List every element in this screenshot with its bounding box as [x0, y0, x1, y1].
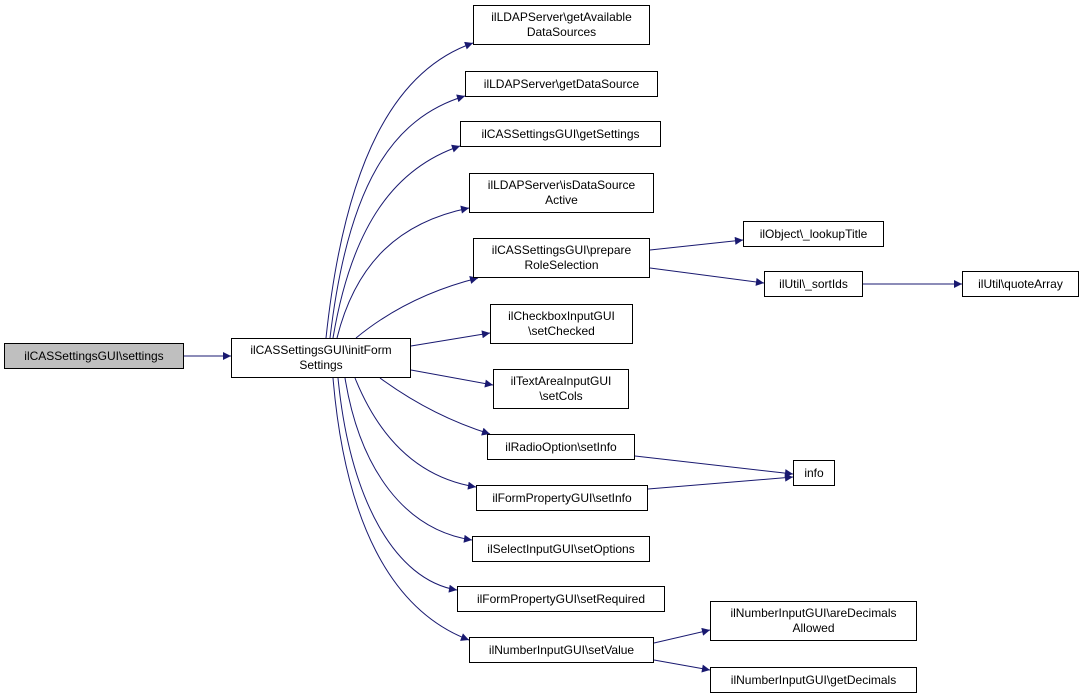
node-label: ilLDAPServer\getDataSource [483, 76, 640, 91]
call-edge-arrow [410, 330, 491, 347]
node-get-data-source[interactable]: ilLDAPServer\getDataSource [465, 71, 658, 97]
call-edge-arrow [653, 627, 711, 644]
node-label: \setCols [539, 389, 583, 403]
call-edge-arrow [649, 267, 765, 286]
node-label: ilUtil\quoteArray [978, 276, 1063, 291]
node-label: ilTextAreaInputGUI [510, 374, 612, 388]
call-edge-arrow [336, 205, 470, 339]
call-edge-arrow [332, 144, 461, 339]
node-are-decimals-allowed[interactable]: ilNumberInputGUI\areDecimals Allowed [710, 601, 917, 641]
node-label: ilSelectInputGUI\setOptions [487, 541, 635, 556]
call-edge-arrow [647, 473, 794, 490]
node-lookup-title[interactable]: ilObject\_lookupTitle [743, 221, 884, 247]
call-edge-arrow [354, 377, 477, 490]
node-init-form-settings[interactable]: ilCASSettingsGUI\initForm Settings [231, 338, 411, 378]
node-label: ilCASSettingsGUI\settings [24, 348, 164, 363]
node-label: DataSources [526, 25, 597, 39]
node-label: ilRadioOption\setInfo [505, 439, 617, 454]
call-edge-arrow [410, 369, 494, 388]
node-label: ilFormPropertyGUI\setRequired [476, 591, 646, 606]
node-set-cols[interactable]: ilTextAreaInputGUI \setCols [493, 369, 629, 409]
call-edge-arrow [355, 276, 479, 339]
call-edge-arrow [344, 377, 473, 543]
node-root-settings: ilCASSettingsGUI\settings [4, 343, 184, 369]
node-get-settings[interactable]: ilCASSettingsGUI\getSettings [460, 121, 661, 147]
node-label: ilNumberInputGUI\areDecimals [730, 606, 897, 620]
node-label: RoleSelection [524, 258, 599, 272]
node-get-available-data-sources[interactable]: ilLDAPServer\getAvailable DataSources [473, 5, 650, 45]
node-label: ilFormPropertyGUI\setInfo [492, 490, 632, 505]
call-edge-arrow [332, 377, 470, 641]
call-edge-arrow [325, 41, 474, 339]
node-get-decimals[interactable]: ilNumberInputGUI\getDecimals [710, 667, 917, 693]
node-label: ilLDAPServer\isDataSource [487, 178, 636, 192]
node-label: \setChecked [528, 324, 595, 338]
node-set-value[interactable]: ilNumberInputGUI\setValue [469, 637, 654, 663]
node-label: Settings [299, 358, 343, 372]
node-label: ilLDAPServer\getAvailable [491, 10, 632, 24]
node-label: info [804, 465, 824, 480]
node-info[interactable]: info [793, 460, 835, 486]
call-edge-arrow [329, 94, 466, 339]
node-radio-set-info[interactable]: ilRadioOption\setInfo [487, 434, 635, 460]
node-set-options[interactable]: ilSelectInputGUI\setOptions [472, 536, 650, 562]
node-is-data-source-active[interactable]: ilLDAPServer\isDataSource Active [469, 173, 654, 213]
node-set-required[interactable]: ilFormPropertyGUI\setRequired [457, 586, 665, 612]
node-label: ilCASSettingsGUI\initForm [250, 343, 392, 357]
call-edge-arrow [634, 455, 794, 478]
node-label: ilObject\_lookupTitle [759, 226, 868, 241]
node-sort-ids[interactable]: ilUtil\_sortIds [764, 271, 863, 297]
node-label: ilUtil\_sortIds [779, 276, 848, 291]
node-label: ilNumberInputGUI\setValue [488, 642, 635, 657]
node-label: ilCheckboxInputGUI [508, 309, 615, 323]
node-form-set-info[interactable]: ilFormPropertyGUI\setInfo [476, 485, 648, 511]
node-label: ilCASSettingsGUI\prepare [491, 243, 632, 257]
node-set-checked[interactable]: ilCheckboxInputGUI \setChecked [490, 304, 633, 344]
node-label: Active [545, 193, 578, 207]
node-label: ilNumberInputGUI\getDecimals [730, 672, 897, 687]
call-edge-arrow [379, 377, 491, 436]
call-edge-arrow [649, 236, 744, 251]
node-quote-array[interactable]: ilUtil\quoteArray [962, 271, 1079, 297]
node-label: Allowed [792, 621, 835, 635]
node-label: ilCASSettingsGUI\getSettings [481, 126, 640, 141]
node-prepare-role-selection[interactable]: ilCASSettingsGUI\prepare RoleSelection [473, 238, 650, 278]
call-edge-arrow [653, 659, 711, 673]
call-edge-arrow [337, 377, 458, 593]
